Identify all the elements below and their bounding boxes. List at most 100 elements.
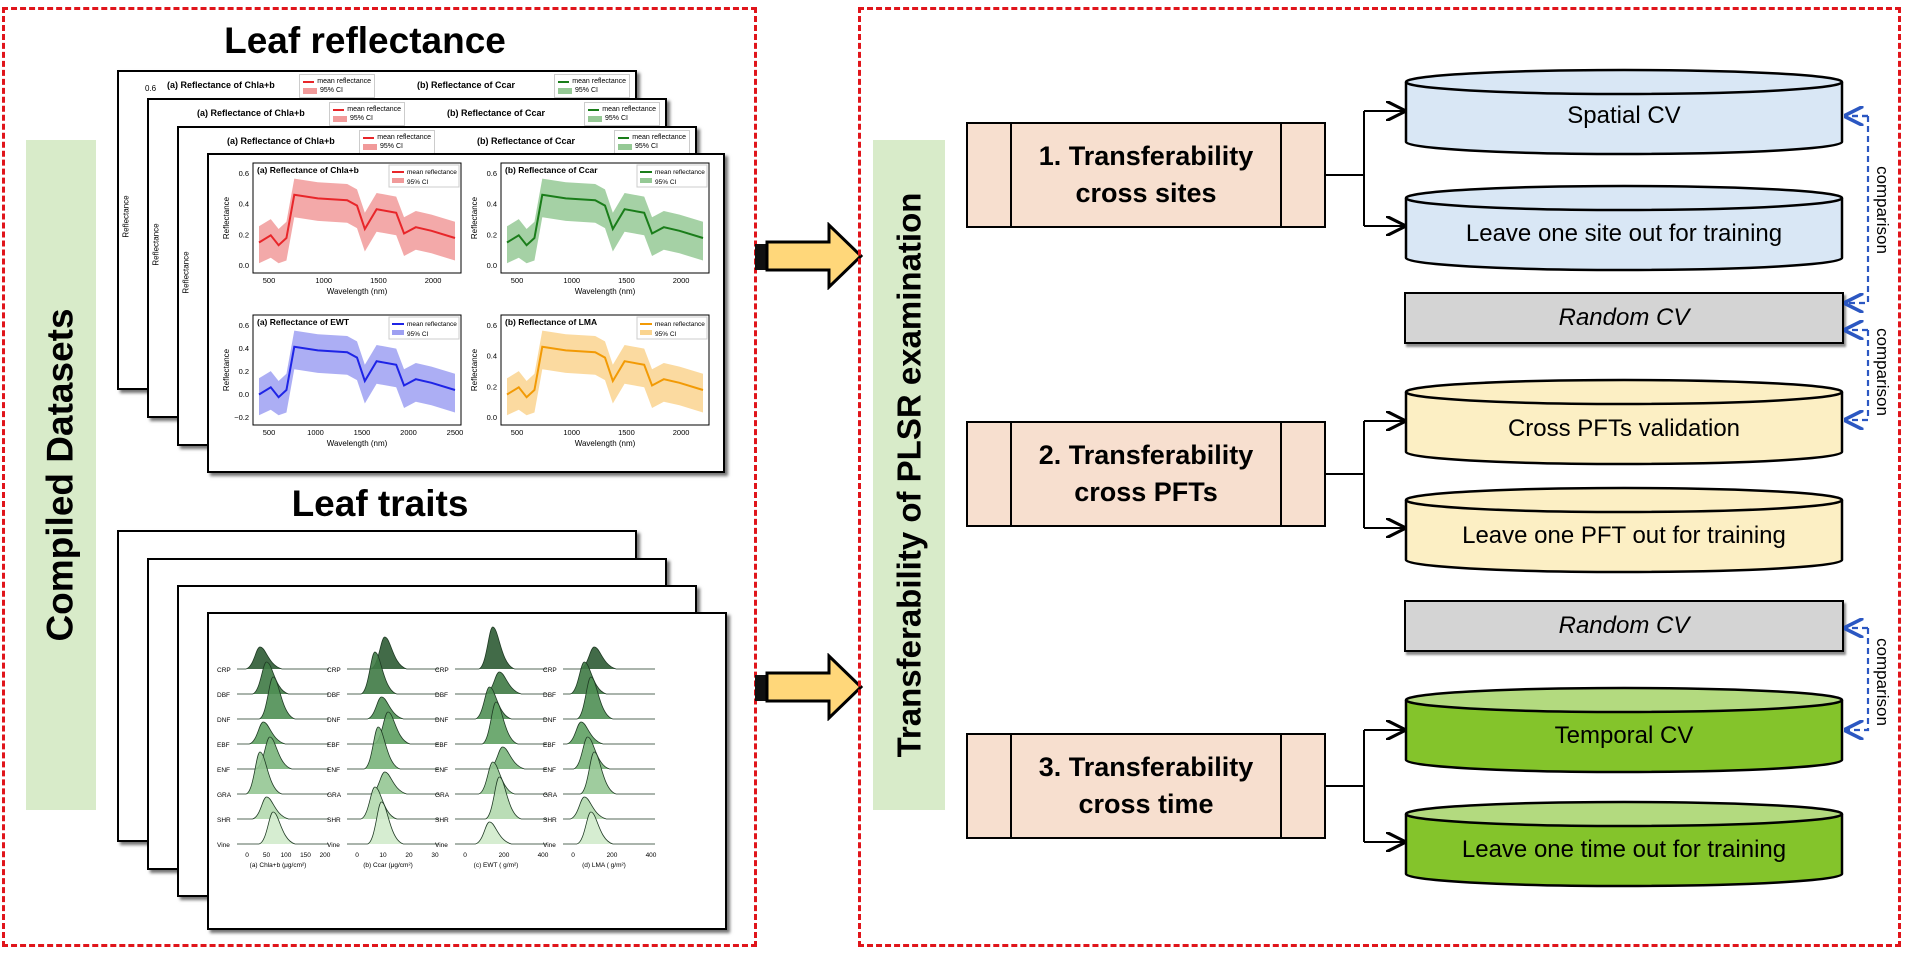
pft-label: CRP <box>217 667 231 674</box>
x-tick-label: 2000 <box>425 276 442 285</box>
density-ridge <box>563 661 655 695</box>
legend-swatch <box>640 330 652 335</box>
legend-box <box>636 316 708 340</box>
random-cv-box-2: Random CV <box>1404 600 1844 652</box>
pft-label: DNF <box>327 717 340 724</box>
density-ridge <box>347 696 439 720</box>
ci-band <box>259 330 455 416</box>
subplot-title: (b) Reflectance of Ccar <box>505 165 598 175</box>
back-card-title-b: (b) Reflectance of Ccar <box>477 136 576 146</box>
comparison-label: comparison <box>1872 328 1892 416</box>
x-axis-label: (b) Ccar (μg/cm²) <box>363 862 413 869</box>
y-axis-label: Reflectance <box>470 348 479 391</box>
y-tick-label: 0.2 <box>487 382 497 391</box>
x-tick-label: 500 <box>263 276 276 285</box>
density-ridge <box>347 801 439 845</box>
pft-label: EBF <box>435 742 448 749</box>
x-tick-label: 500 <box>511 428 524 437</box>
back-card-ylabel: Reflectance <box>151 223 161 266</box>
plot-frame <box>500 314 710 426</box>
density-ridge <box>455 746 547 770</box>
y-tick-label: 0.6 <box>239 321 249 330</box>
x-axis-label: Wavelength (nm) <box>327 287 388 296</box>
cylinder-shape <box>1404 184 1844 272</box>
x-tick-label: 1000 <box>563 276 580 285</box>
back-card-legend-a: mean reflectance 95% CI <box>329 102 405 126</box>
density-ridge <box>563 751 655 795</box>
pft-label: DNF <box>217 717 230 724</box>
y-tick-label: 0.6 <box>487 169 497 178</box>
density-ridge <box>237 751 329 795</box>
mean-reflectance-line <box>506 345 704 399</box>
x-axis-label: (c) EWT ( g/m²) <box>474 862 519 869</box>
x-tick-label: 10 <box>379 852 387 859</box>
x-axis-label: Wavelength (nm) <box>327 439 388 448</box>
pft-label: GRA <box>435 792 450 799</box>
mean-reflectance-line <box>506 193 704 247</box>
pft-label: DNF <box>543 717 556 724</box>
mean-reflectance-line <box>258 345 456 399</box>
x-axis-label: Wavelength (nm) <box>575 287 636 296</box>
pft-label: DBF <box>217 692 230 699</box>
x-tick-label: 0 <box>463 852 467 859</box>
back-card-title-b: (b) Reflectance of Ccar <box>417 80 516 90</box>
x-tick-label: 500 <box>263 428 276 437</box>
density-ridge <box>455 701 547 745</box>
y-tick-label: 0.2 <box>239 230 249 239</box>
y-tick-label: 0.0 <box>239 261 249 270</box>
mean-reflectance-line <box>258 193 456 247</box>
cylinder-label: Spatial CV <box>1567 102 1681 129</box>
leaf-reflectance-heading: Leaf reflectance <box>224 20 506 61</box>
cylinder-shape <box>1404 686 1844 774</box>
pft-label: ENF <box>327 767 340 774</box>
x-tick-label: 1000 <box>307 428 324 437</box>
x-tick-label: 200 <box>499 852 510 859</box>
plot-frame <box>500 162 710 274</box>
y-tick-label: 0.4 <box>239 200 249 209</box>
x-axis-label: (d) LMA ( g/m²) <box>582 862 626 869</box>
density-ridge <box>237 811 329 845</box>
legend-label: mean reflectance <box>407 169 457 176</box>
pft-label: DNF <box>435 717 448 724</box>
x-tick-label: 30 <box>431 852 439 859</box>
comparison-label: comparison <box>1872 166 1892 254</box>
y-tick-label: 0.0 <box>487 261 497 270</box>
compiled-datasets-panel <box>2 7 757 947</box>
pft-label: CRP <box>327 667 341 674</box>
compiled-datasets-label-bar: Compiled Datasets <box>26 140 96 810</box>
x-tick-label: 2500 <box>447 428 464 437</box>
pft-label: ENF <box>217 767 230 774</box>
legend-box <box>636 164 708 188</box>
legend-label: 95% CI <box>655 179 677 186</box>
plsr-label-bar: Transferability of PLSR examination <box>873 140 945 810</box>
legend-label: 95% CI <box>407 179 429 186</box>
pft-label: EBF <box>217 742 230 749</box>
density-ridge <box>563 796 655 820</box>
y-tick-label: 0.4 <box>487 200 497 209</box>
pft-label: GRA <box>327 792 342 799</box>
x-tick-label: 0 <box>571 852 575 859</box>
y-axis-label: Reflectance <box>222 348 231 391</box>
pft-label: CRP <box>435 667 449 674</box>
y-tick-label: 0.4 <box>239 344 249 353</box>
plot-frame <box>252 162 462 274</box>
legend-box <box>388 316 460 340</box>
subplot-title: (b) Reflectance of LMA <box>505 317 597 327</box>
leave-one-pft-out-cylinder: Leave one PFT out for training <box>1404 486 1844 574</box>
plsr-examination-panel <box>858 7 1901 947</box>
connector-lines <box>1326 90 1406 870</box>
density-ridge <box>237 646 329 670</box>
pft-label: Vine <box>217 842 230 849</box>
y-tick-label: −0.2 <box>234 413 249 422</box>
x-tick-label: 200 <box>320 852 331 859</box>
pft-label: GRA <box>543 792 558 799</box>
density-ridge <box>347 651 439 695</box>
plot-frame <box>252 314 462 426</box>
pft-label: Vine <box>435 842 448 849</box>
leaf-traits-heading: Leaf traits <box>291 483 469 524</box>
